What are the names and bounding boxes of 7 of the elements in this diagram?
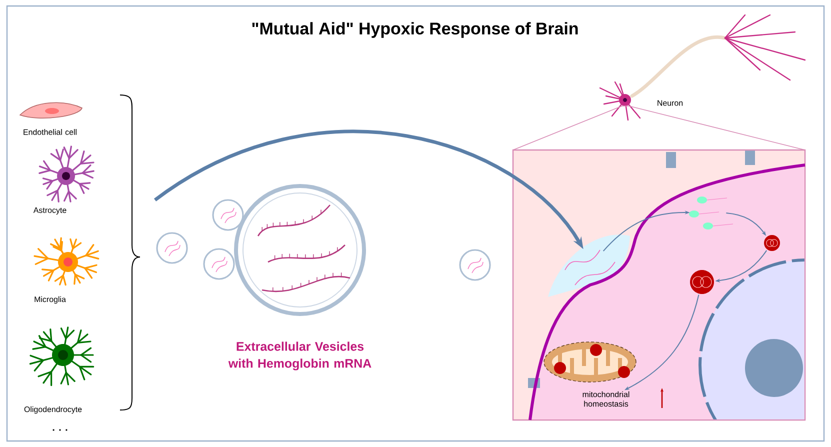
hemoglobin-drawing [690, 270, 714, 294]
fused-vesicle-drawing [548, 234, 630, 297]
ribosome-drawing [689, 196, 734, 230]
ellipsis: . . . [52, 429, 68, 431]
hemoglobin-drawing [764, 235, 780, 251]
title: "Mutual Aid" Hypoxic Response of Brain [252, 22, 578, 38]
vesicle-label: Extracellular Vesicles with Hemoglobin mRNA [228, 342, 372, 370]
